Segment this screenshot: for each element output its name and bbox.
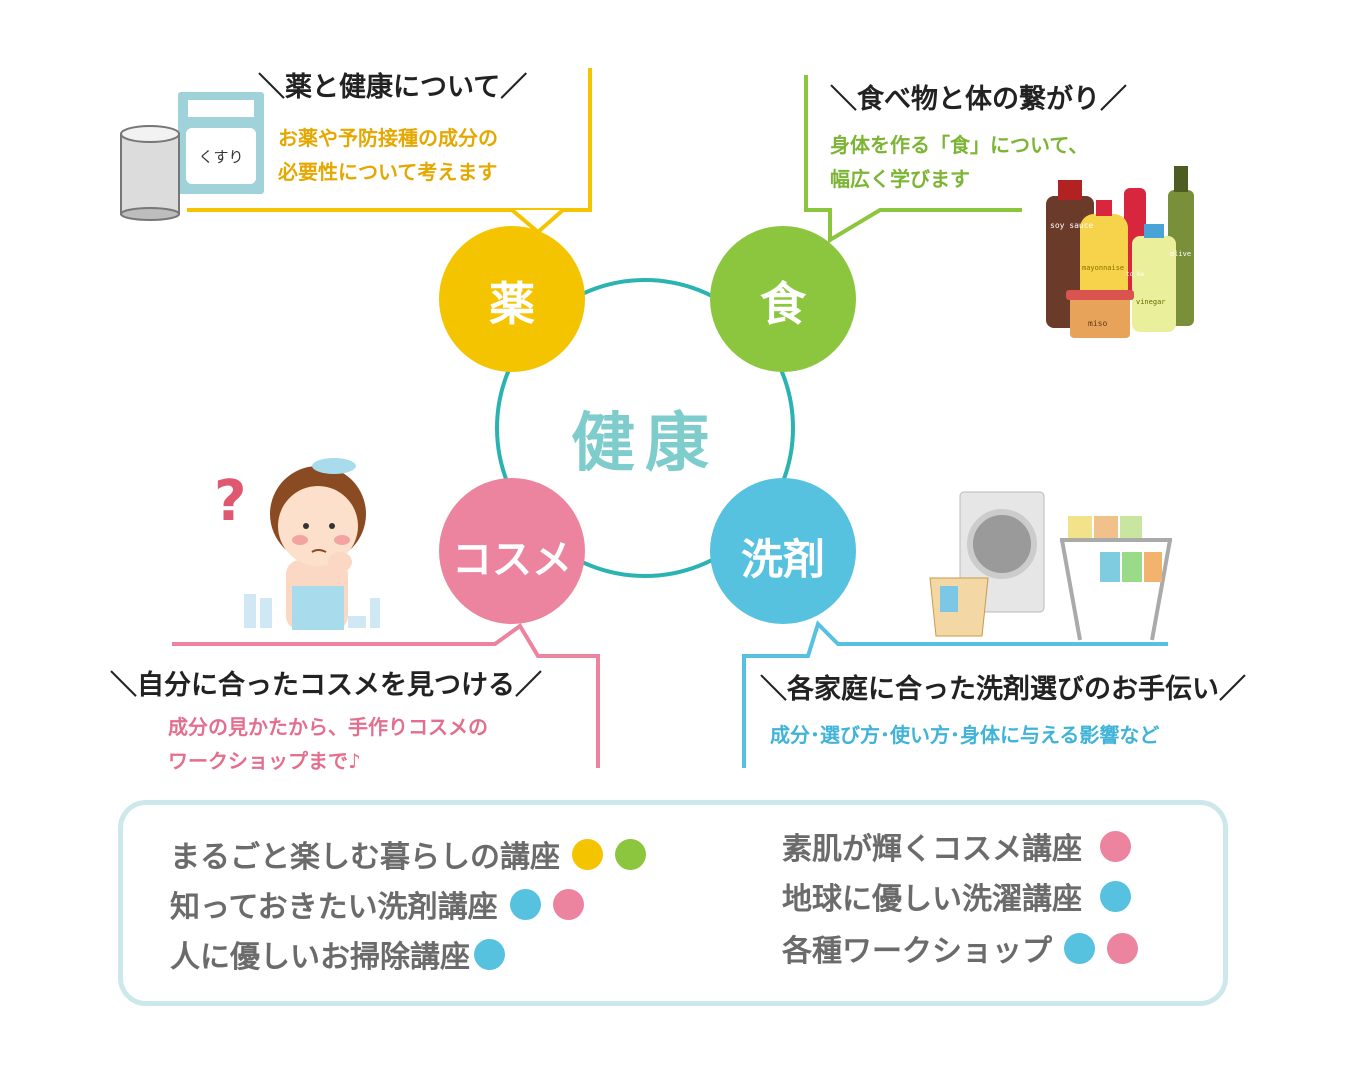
course-item-left-2[interactable]: 知っておきたい洗剤講座 <box>170 884 584 925</box>
category-dot <box>572 838 603 870</box>
category-dot <box>552 888 584 920</box>
category-dot <box>615 838 646 870</box>
food-callout-line <box>804 75 1022 244</box>
node-medicine-circle <box>439 226 585 372</box>
medicine-description-line-2: 必要性について考えます <box>278 160 498 184</box>
course-item-right-1[interactable]: 素肌が輝くコスメ講座 <box>782 826 1131 867</box>
course-label: まるごと楽しむ暮らしの講座 <box>170 840 560 875</box>
thinking-girl-icon: ? <box>214 458 380 630</box>
node-cosme-label: コスメ <box>452 537 572 583</box>
bottle-label-olive: olive oil <box>1170 250 1208 258</box>
seasoning-bottles-icon <box>1046 166 1194 338</box>
cosme-title: ＼自分に合ったコスメを見つける／ <box>110 670 542 701</box>
course-label: 素肌が輝くコスメ講座 <box>782 832 1082 867</box>
node-food-label: 食 <box>760 277 806 331</box>
medicine-jar-icon <box>120 125 180 221</box>
cosme-description: 成分の見かたから、手作りコスメの ワークショップまで♪ <box>168 710 488 778</box>
detergent-title: ＼各家庭に合った洗剤選びのお手伝い／ <box>760 674 1246 705</box>
course-label: 各種ワークショップ <box>782 934 1052 969</box>
node-food-circle <box>710 226 856 372</box>
node-medicine-label: 薬 <box>489 277 535 331</box>
node-cosme-circle <box>439 478 585 624</box>
food-title: ＼食べ物と体の繋がり／ <box>830 84 1127 115</box>
course-label: 地球に優しい洗濯講座 <box>782 882 1082 917</box>
laundry-illustration-icon <box>929 491 1172 641</box>
course-item-right-3[interactable]: 各種ワークショップ <box>782 928 1138 969</box>
cosme-description-line-2: ワークショップまで♪ <box>168 749 361 773</box>
category-dot <box>1100 880 1131 912</box>
svg-text:?: ? <box>214 469 246 534</box>
course-label: 知っておきたい洗剤講座 <box>170 890 498 925</box>
medicine-box-icon <box>178 92 264 194</box>
category-dot <box>509 888 541 920</box>
medicine-description-line-1: お薬や予防接種の成分の <box>278 126 498 150</box>
medicine-description: お薬や予防接種の成分の 必要性について考えます <box>278 121 498 189</box>
bottle-label-mayo: mayonnaise <box>1082 264 1124 272</box>
node-detergent-circle <box>710 478 856 624</box>
medicine-title: ＼薬と健康について／ <box>258 72 528 103</box>
medicine-box-label: くすり <box>198 148 244 166</box>
food-description-line-2: 幅広く学びます <box>830 167 970 191</box>
medicine-callout-line <box>187 68 592 212</box>
category-dot <box>474 938 505 970</box>
bottle-label-miso: miso <box>1088 319 1107 328</box>
detergent-callout-line <box>742 620 1168 768</box>
food-description: 身体を作る「食」について、 幅広く学びます <box>830 128 1088 196</box>
center-ring <box>495 278 795 578</box>
center-label: 健康 <box>571 407 719 481</box>
course-item-right-2[interactable]: 地球に優しい洗濯講座 <box>782 876 1131 917</box>
bottle-label-soy: soy sauce <box>1050 221 1094 230</box>
food-description-line-1: 身体を作る「食」について、 <box>830 133 1089 157</box>
node-detergent-label: 洗剤 <box>740 535 825 584</box>
bottle-label-vinegar: vinegar <box>1136 298 1166 306</box>
bottle-label-extra: to ke <box>1126 271 1144 278</box>
course-list-box <box>118 800 1228 1006</box>
detergent-description: 成分･選び方･使い方･身体に与える影響など <box>770 718 1159 752</box>
course-label: 人に優しいお掃除講座 <box>170 940 470 975</box>
category-dot <box>1107 932 1138 964</box>
cosme-callout-line <box>172 623 600 768</box>
detergent-description-line-1: 成分･選び方･使い方･身体に与える影響など <box>770 723 1160 747</box>
course-item-left-1[interactable]: まるごと楽しむ暮らしの講座 <box>170 834 646 875</box>
category-dot <box>1064 932 1095 964</box>
cosme-description-line-1: 成分の見かたから、手作りコスメの <box>168 715 488 739</box>
course-item-left-3[interactable]: 人に優しいお掃除講座 <box>170 934 505 975</box>
category-dot <box>1100 830 1131 862</box>
